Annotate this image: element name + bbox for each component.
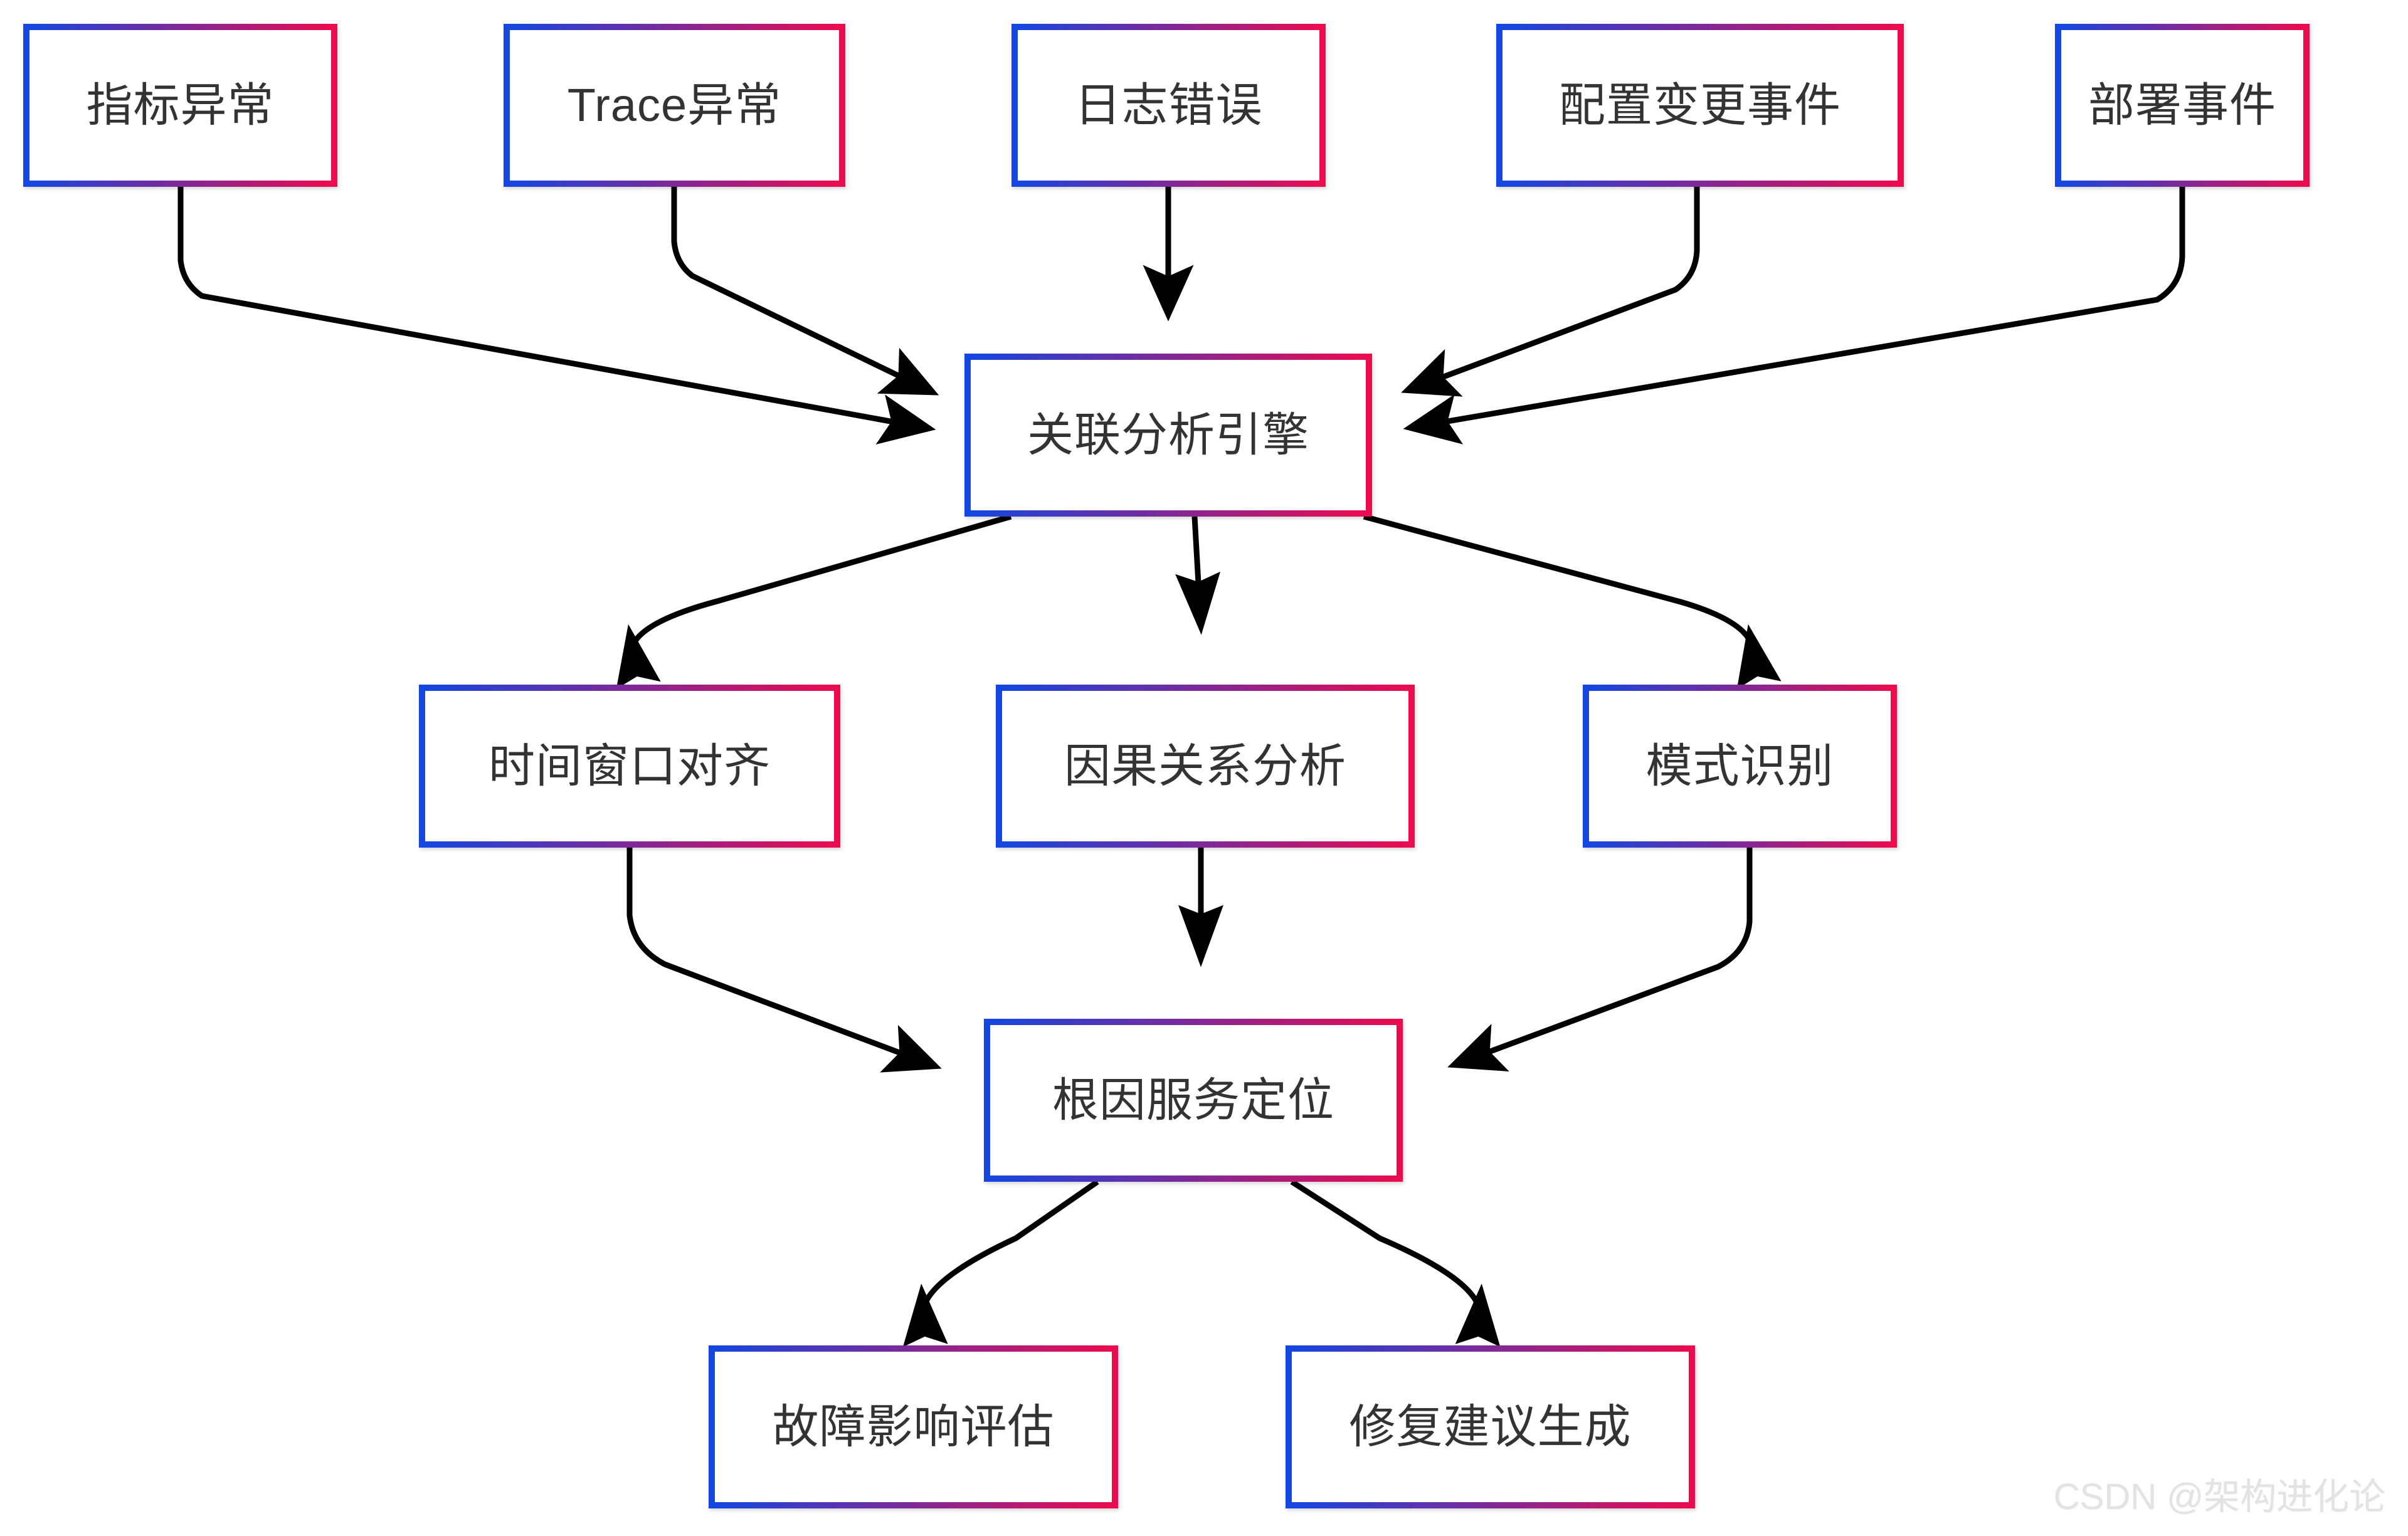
node-metric-anomaly[interactable]: 指标异常 (23, 24, 337, 187)
edge-deploy-to-engine (1403, 187, 2185, 444)
node-deploy-event[interactable]: 部署事件 (2055, 24, 2310, 187)
edge-pattern-to-root (1447, 848, 1753, 1072)
node-label: 时间窗口对齐 (488, 740, 771, 792)
csdn-watermark: CSDN @架构进化论 (2053, 1476, 2385, 1517)
node-label: Trace异常 (567, 79, 782, 132)
edge-engine-to-pattern (1363, 513, 1782, 690)
node-label: 修复建议生成 (1349, 1401, 1632, 1453)
edge-time-window-to-root (626, 848, 942, 1073)
node-label: 关联分析引擎 (1027, 409, 1309, 461)
edge-engine-to-causal (1175, 516, 1221, 635)
node-label: 配置变更事件 (1559, 79, 1841, 132)
node-remediation-suggestion[interactable]: 修复建议生成 (1286, 1345, 1695, 1508)
edge-trace-to-engine (671, 187, 939, 396)
edge-metric-to-engine (177, 187, 936, 444)
edge-engine-to-time-window (616, 513, 1012, 690)
edge-root-to-remediation (1290, 1179, 1501, 1347)
edge-config-to-engine (1401, 187, 1700, 397)
node-label: 指标异常 (86, 79, 275, 132)
node-correlation-engine[interactable]: 关联分析引擎 (964, 354, 1372, 517)
node-label: 部署事件 (2088, 79, 2276, 132)
node-label: 故障影响评估 (772, 1401, 1055, 1453)
node-trace-anomaly[interactable]: Trace异常 (504, 24, 845, 187)
node-config-change-event[interactable]: 配置变更事件 (1496, 24, 1904, 187)
node-label: 模式识别 (1645, 740, 1834, 792)
node-time-window-align[interactable]: 时间窗口对齐 (419, 685, 840, 848)
node-causal-analysis[interactable]: 因果关系分析 (996, 685, 1415, 848)
node-log-error[interactable]: 日志错误 (1011, 24, 1326, 187)
edge-root-to-impact (902, 1179, 1099, 1347)
node-label: 根因服务定位 (1052, 1074, 1334, 1127)
node-impact-assessment[interactable]: 故障影响评估 (709, 1345, 1118, 1508)
node-label: 因果关系分析 (1064, 740, 1346, 792)
node-pattern-recognition[interactable]: 模式识别 (1583, 685, 1897, 848)
node-label: 日志错误 (1074, 79, 1263, 132)
node-root-cause-locate[interactable]: 根因服务定位 (984, 1019, 1403, 1182)
